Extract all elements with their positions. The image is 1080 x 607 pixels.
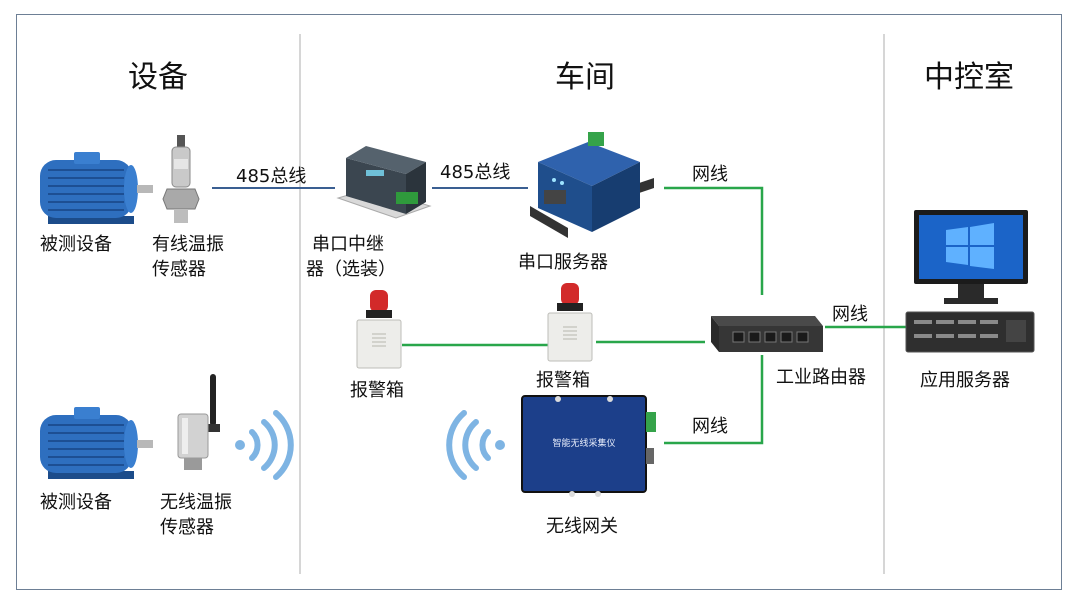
diagram-frame — [16, 14, 1062, 590]
label-alarm-right: 报警箱 — [536, 370, 590, 391]
label-motor-1: 被测设备 — [40, 234, 112, 255]
label-cable-bottom: 网线 — [692, 416, 728, 437]
wireless-sensor-icon — [177, 374, 220, 470]
divider-right — [883, 34, 885, 574]
label-repeater-2: 器（选装） — [306, 259, 396, 280]
label-cable-top: 网线 — [692, 164, 728, 185]
alarm-box-icon-left — [356, 290, 402, 369]
serial-repeater-icon — [336, 146, 432, 219]
label-wired-sensor-2: 传感器 — [152, 259, 206, 280]
cable-gateway-to-router — [664, 355, 764, 445]
label-gateway: 无线网关 — [546, 516, 618, 537]
motor-icon — [40, 407, 153, 479]
header-workshop: 车间 — [555, 60, 615, 95]
alarm-box-icon-right — [547, 283, 593, 362]
industrial-router-icon — [711, 316, 823, 352]
label-wireless-sensor-1: 无线温振 — [160, 492, 232, 513]
motor-icon — [40, 152, 153, 224]
gateway-panel-text: 智能无线采集仪 — [552, 439, 616, 449]
divider-left — [299, 34, 301, 574]
application-server-icon — [905, 210, 1035, 353]
wifi-signal-icon — [446, 410, 505, 480]
label-repeater-1: 串口中继 — [312, 234, 384, 255]
serial-server-icon — [530, 132, 654, 238]
label-bus-2: 485总线 — [440, 162, 511, 183]
label-serial-server: 串口服务器 — [518, 252, 608, 273]
label-router: 工业路由器 — [776, 367, 866, 388]
header-control-room: 中控室 — [924, 60, 1014, 95]
label-wired-sensor-1: 有线温振 — [152, 234, 224, 255]
label-cable-right: 网线 — [832, 304, 868, 325]
cable-serial-to-router — [664, 186, 764, 295]
label-alarm-left: 报警箱 — [350, 380, 404, 401]
wired-sensor-icon — [162, 135, 200, 223]
label-bus-1: 485总线 — [236, 166, 307, 187]
label-wireless-sensor-2: 传感器 — [160, 517, 214, 538]
label-motor-2: 被测设备 — [40, 492, 112, 513]
header-devices: 设备 — [128, 60, 188, 95]
label-app-server: 应用服务器 — [920, 370, 1010, 391]
wifi-signal-icon — [235, 410, 294, 480]
wireless-gateway-icon: 智能无线采集仪 — [518, 392, 660, 500]
